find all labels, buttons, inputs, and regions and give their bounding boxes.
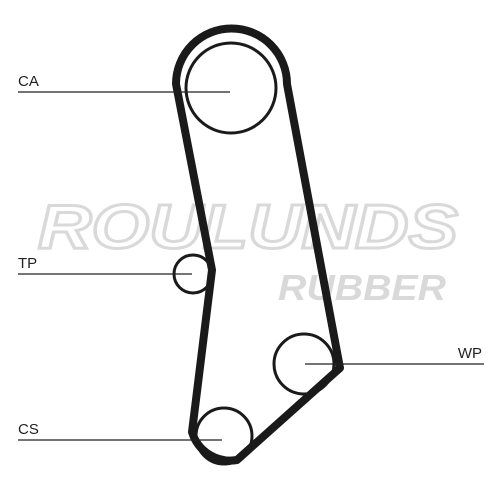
crankshaft-pulley [194,406,254,466]
label-cs: CS [18,421,39,438]
watermark-sub: RUBBER [278,267,446,308]
watermark: ROULUNDS RUBBER [37,192,460,309]
label-tp: TP [18,255,37,272]
label-ca: CA [18,73,39,90]
watermark-brand: ROULUNDS [38,193,458,262]
camshaft-pulley [184,41,278,135]
label-wp: WP [458,345,482,362]
timing-belt [172,24,344,465]
